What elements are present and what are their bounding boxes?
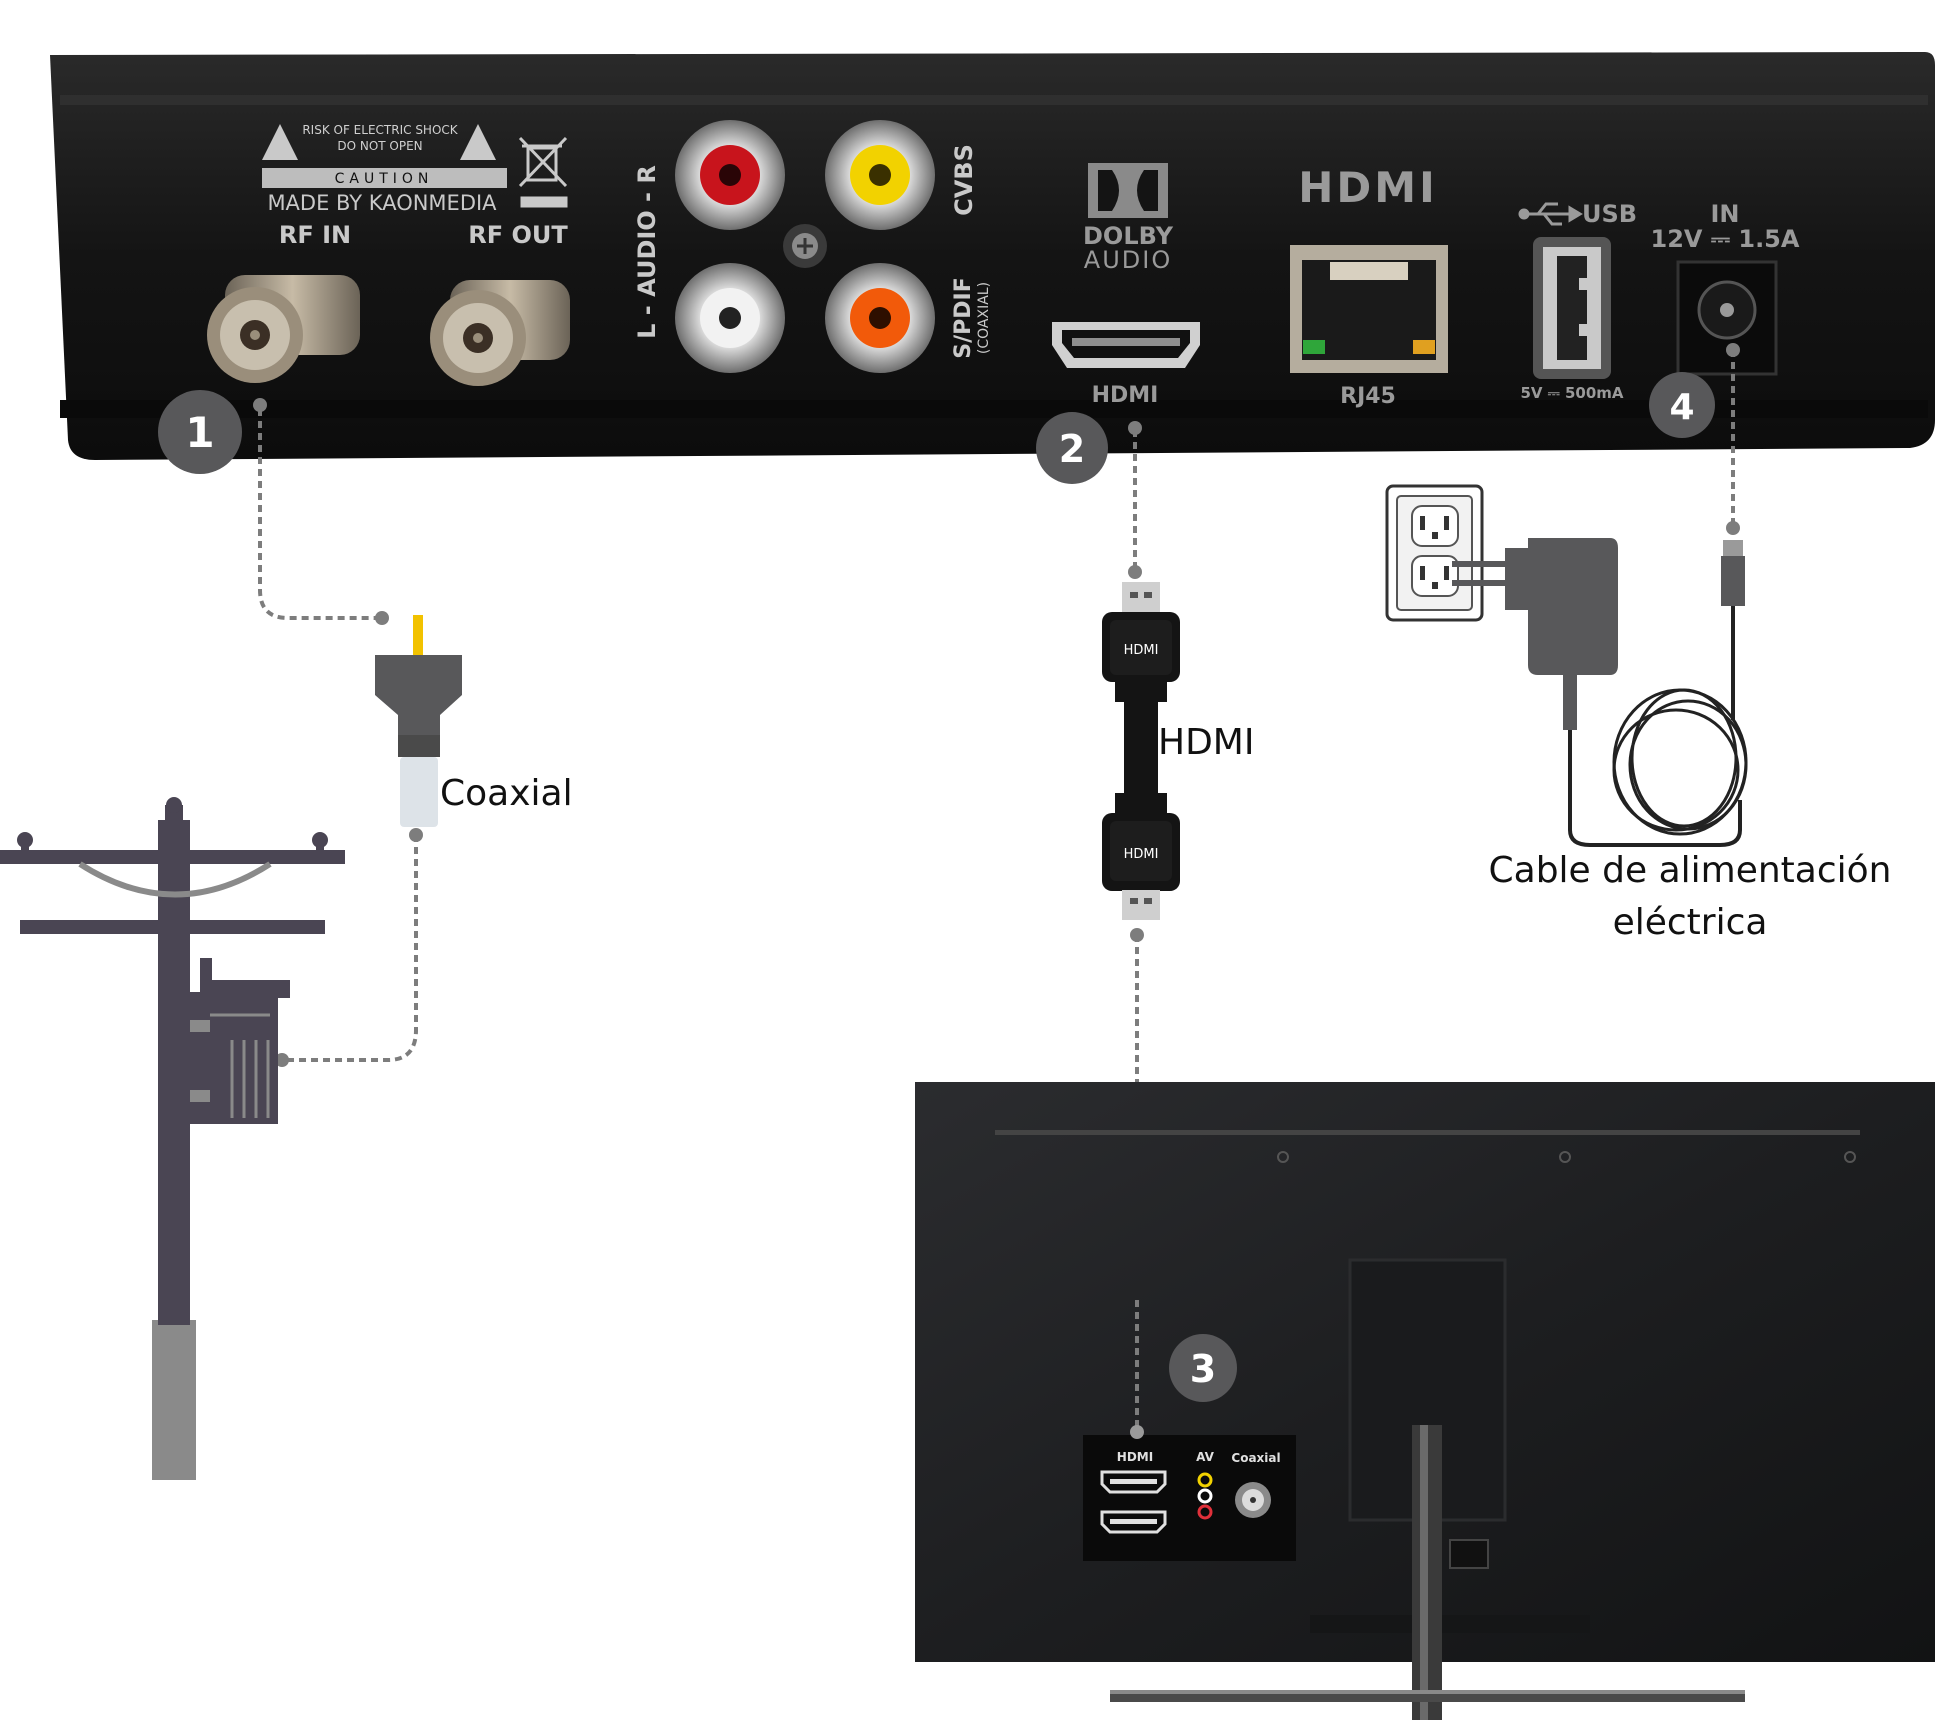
power-jack[interactable] <box>1676 260 1778 376</box>
dolby-text: DOLBY <box>1083 222 1174 250</box>
warning-label: RISK OF ELECTRIC SHOCK DO NOT OPEN CAUTI… <box>262 123 507 215</box>
tv-av-label: AV <box>1196 1450 1214 1464</box>
weee-bin-icon <box>518 136 568 208</box>
rf-out-port[interactable] <box>430 280 570 386</box>
screw-icon <box>783 224 827 268</box>
set-top-box: RISK OF ELECTRIC SHOCK DO NOT OPEN CAUTI… <box>50 52 1935 460</box>
coaxial-connector-icon <box>375 615 462 827</box>
wall-outlet-icon <box>1385 484 1484 622</box>
caution-text: CAUTION <box>335 171 434 187</box>
step-4-badge: 4 <box>1649 372 1715 438</box>
warning-line2: DO NOT OPEN <box>337 139 422 153</box>
hdmi-port[interactable] <box>1050 318 1205 368</box>
rf-out-label: RF OUT <box>468 221 568 249</box>
rj45-port[interactable] <box>1290 245 1448 373</box>
step-1-badge: 1 <box>158 390 242 474</box>
usb-icon <box>1518 202 1583 226</box>
warning-line1: RISK OF ELECTRIC SHOCK <box>302 123 458 137</box>
step-2-number: 2 <box>1059 427 1085 471</box>
step-4-number: 4 <box>1669 387 1694 428</box>
hdmi-plug-top-text: HDMI <box>1124 643 1159 658</box>
tv-hdmi-port-1[interactable] <box>1100 1470 1167 1494</box>
maker-text: MADE BY KAONMEDIA <box>267 191 497 215</box>
dolby-audio-text: AUDIO <box>1084 246 1172 274</box>
hdmi-logo-text: HDMI <box>1298 163 1437 212</box>
hdmi-cable-icon: HDMI HDMI <box>1102 582 1180 920</box>
dolby-logo-icon <box>1088 163 1168 218</box>
power-adapter-icon <box>1452 538 1748 847</box>
rca-orange-jack[interactable] <box>825 263 935 373</box>
pole-connection-line <box>282 835 418 1062</box>
usb-label: USB <box>1582 200 1637 228</box>
rca-red-jack[interactable] <box>675 120 785 230</box>
hdmi-plug-bottom-text: HDMI <box>1124 847 1159 862</box>
tv-coaxial-port[interactable] <box>1235 1482 1271 1518</box>
tv-hdmi-label: HDMI <box>1117 1450 1153 1464</box>
tv-hdmi-port-2[interactable] <box>1100 1510 1167 1534</box>
hdmi-tv-dot <box>1130 1425 1144 1439</box>
step-2-badge: 2 <box>1036 412 1108 484</box>
step-3-number-overlay: 3 <box>1190 1347 1216 1391</box>
coaxial-label: Coaxial <box>440 773 573 814</box>
rca-yellow-jack[interactable] <box>825 120 935 230</box>
hdmi-cable-label: HDMI <box>1158 722 1254 763</box>
cvbs-label: CVBS <box>950 144 978 216</box>
tv-av-jacks[interactable] <box>1197 1472 1213 1520</box>
power-rating: 12V ⎓ 1.5A <box>1651 225 1800 253</box>
tv-connector-panel: HDMI AV Coaxial <box>1083 1435 1296 1561</box>
spdif-label: S/PDIF <box>951 277 976 358</box>
spdif-sub-label: (COAXIAL) <box>976 282 992 354</box>
utility-pole-icon <box>0 797 345 1480</box>
rca-white-jack[interactable] <box>675 263 785 373</box>
step-1-number: 1 <box>185 408 214 457</box>
power-cable-label-line2: eléctrica <box>1613 902 1768 943</box>
step-3-badge-overlay: 3 <box>1169 1334 1237 1402</box>
usb-rating: 5V ⎓ 500mA <box>1520 384 1623 402</box>
hdmi-port-label: HDMI <box>1092 383 1159 408</box>
television <box>915 1082 1935 1720</box>
rj45-label: RJ45 <box>1340 384 1396 409</box>
rf-in-label: RF IN <box>279 221 351 249</box>
power-in-label: IN <box>1710 200 1739 228</box>
audio-lr-label: L - AUDIO - R <box>633 165 661 339</box>
rf-in-port[interactable] <box>207 275 360 383</box>
rf-connection-line <box>258 409 382 620</box>
tv-coaxial-label: Coaxial <box>1231 1451 1280 1465</box>
power-cable-label-line1: Cable de alimentación <box>1489 850 1892 891</box>
usb-port[interactable] <box>1533 237 1611 379</box>
